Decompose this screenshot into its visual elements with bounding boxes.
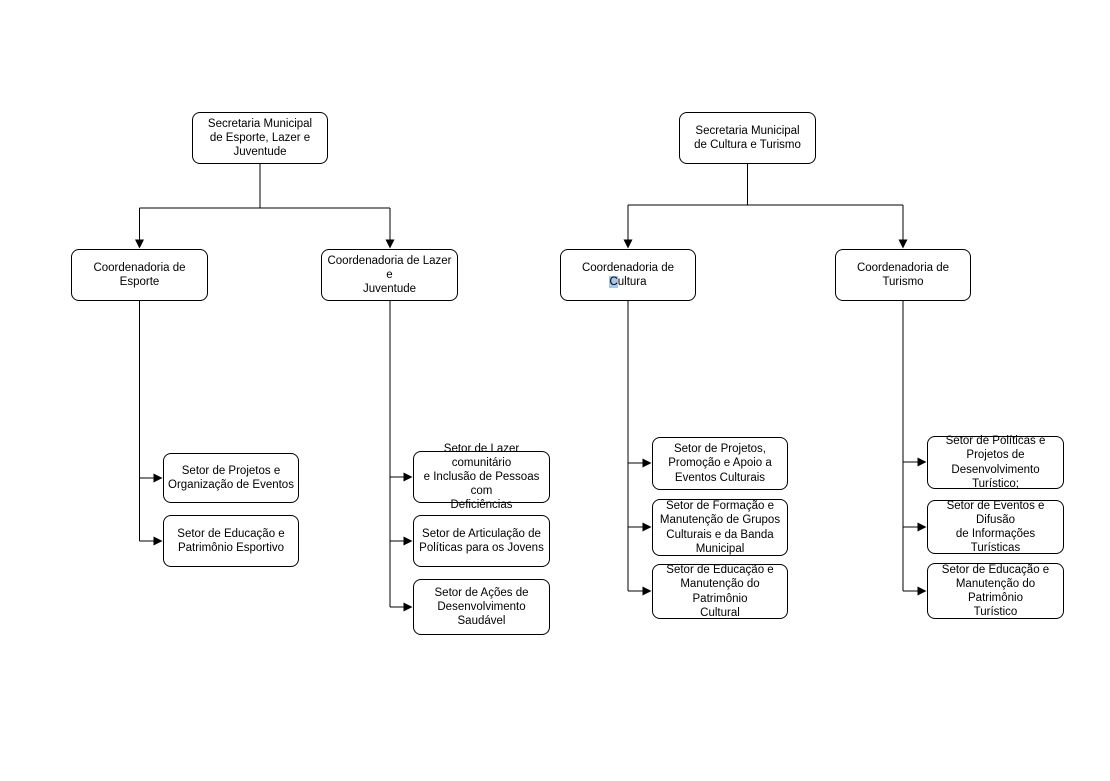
node-label: Coordenadoria de Cultura [563, 261, 693, 289]
node-secretaria-esporte-lazer-juventude[interactable]: Secretaria Municipal de Esporte, Lazer e… [192, 112, 328, 164]
node-setor-formacao-grupos-banda-municipal[interactable]: Setor de Formação e Manutenção de Grupos… [652, 499, 788, 556]
node-label: Setor de Articulação de Políticas para o… [419, 527, 544, 554]
node-setor-articulacao-politicas-jovens[interactable]: Setor de Articulação de Políticas para o… [413, 515, 550, 567]
node-label: Setor de Lazer comunitário e Inclusão de… [423, 442, 540, 512]
node-secretaria-cultura-turismo[interactable]: Secretaria Municipal de Cultura e Turism… [679, 112, 816, 164]
node-coordenadoria-cultura[interactable]: Coordenadoria de Cultura [560, 249, 696, 301]
node-label: Coordenadoria de Turismo [856, 261, 950, 288]
node-label: Secretaria Municipal de Cultura e Turism… [694, 124, 801, 151]
node-setor-educacao-patrimonio-turistico[interactable]: Setor de Educação e Manutenção do Patrim… [927, 563, 1064, 619]
node-label: Setor de Projetos e Organização de Event… [168, 464, 294, 491]
node-coordenadoria-esporte[interactable]: Coordenadoria de Esporte [71, 249, 208, 301]
node-label: Setor de Eventos e Difusão de Informaçõe… [946, 499, 1045, 555]
label-text-before-selection: Coordenadoria de [581, 261, 675, 274]
node-setor-acoes-desenvolvimento-saudavel[interactable]: Setor de Ações de Desenvolvimento Saudáv… [413, 579, 550, 635]
node-label: Setor de Formação e Manutenção de Grupos… [659, 500, 781, 555]
node-label: Secretaria Municipal de Esporte, Lazer e… [207, 117, 313, 158]
node-setor-projetos-promocao-eventos-culturais[interactable]: Setor de Projetos, Promoção e Apoio a Ev… [652, 437, 788, 490]
node-setor-educacao-patrimonio-esportivo[interactable]: Setor de Educação e Patrimônio Esportivo [163, 515, 299, 567]
node-setor-educacao-patrimonio-cultural[interactable]: Setor de Educação e Manutenção do Patrim… [652, 564, 788, 619]
node-label: Setor de Projetos, Promoção e Apoio a Ev… [668, 443, 772, 484]
selected-text: C [609, 276, 618, 288]
label-text-after-selection: ultura [617, 276, 647, 288]
node-label: Setor de Educação e Manutenção do Patrim… [941, 563, 1050, 619]
node-coordenadoria-turismo[interactable]: Coordenadoria de Turismo [835, 249, 971, 301]
node-label: Setor de Políticas e Projetos de Desenvo… [945, 435, 1046, 490]
node-label: Coordenadoria de Lazer e Juventude [327, 254, 452, 295]
node-label: Setor de Educação e Manutenção do Patrim… [666, 564, 774, 619]
node-setor-politicas-projetos-turistico[interactable]: Setor de Políticas e Projetos de Desenvo… [927, 435, 1064, 490]
node-setor-projetos-organizacao-eventos[interactable]: Setor de Projetos e Organização de Event… [163, 453, 299, 503]
node-label: Setor de Educação e Patrimônio Esportivo [177, 527, 285, 554]
node-setor-eventos-difusao-informacoes[interactable]: Setor de Eventos e Difusão de Informaçõe… [927, 500, 1064, 554]
node-setor-lazer-comunitario-inclusao[interactable]: Setor de Lazer comunitário e Inclusão de… [413, 443, 550, 511]
node-coordenadoria-lazer-juventude[interactable]: Coordenadoria de Lazer e Juventude [321, 249, 458, 301]
node-label: Setor de Ações de Desenvolvimento Saudáv… [434, 586, 529, 627]
node-label: Coordenadoria de Esporte [93, 261, 186, 288]
